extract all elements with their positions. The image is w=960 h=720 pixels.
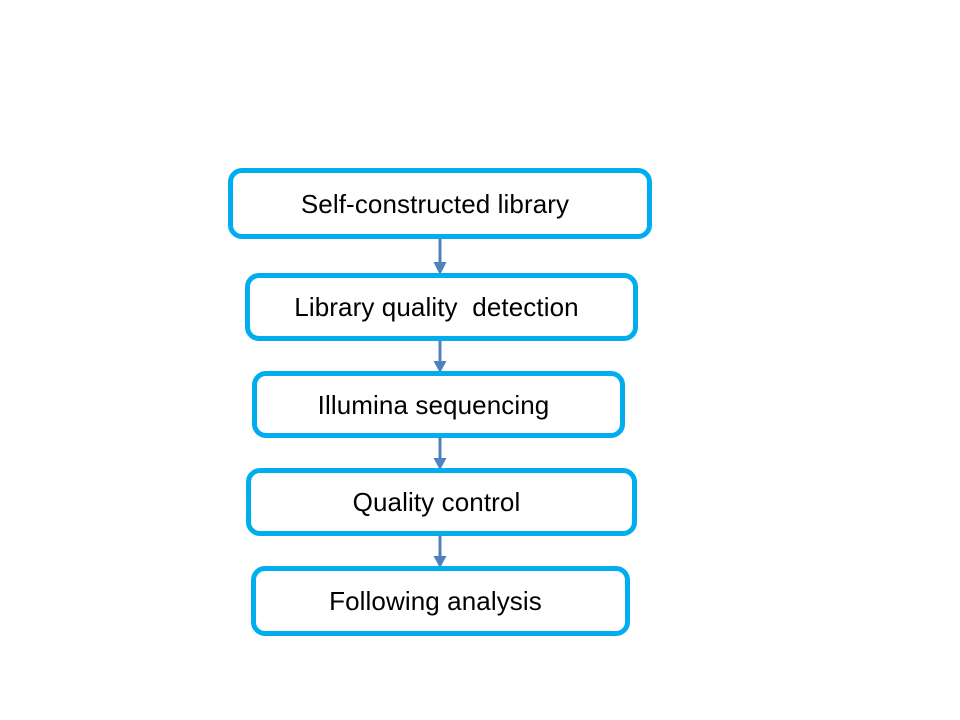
flowchart-connector-arrow-1 <box>427 238 453 275</box>
flowchart-node-following-analysis[interactable]: Following analysis <box>251 566 630 636</box>
flowchart-node-illumina-sequencing[interactable]: Illumina sequencing <box>252 371 625 438</box>
down-arrow-icon <box>433 238 447 275</box>
flowchart-node-label: Illumina sequencing <box>317 389 550 420</box>
down-arrow-icon <box>433 437 447 470</box>
flowchart-node-label: Following analysis <box>329 586 542 616</box>
down-arrow-icon <box>433 535 447 568</box>
flowchart-connector-arrow-2 <box>427 340 453 373</box>
flowchart-connector-arrow-3 <box>427 437 453 470</box>
flowchart-connector-arrow-4 <box>427 535 453 568</box>
flowchart-node-label: Self-constructed library <box>300 188 570 219</box>
flowchart-node-self-constructed-library[interactable]: Self-constructed library <box>228 168 652 239</box>
down-arrow-icon <box>433 340 447 373</box>
flowchart-node-quality-control[interactable]: Quality control <box>246 468 637 536</box>
flowchart-node-label: Library quality detection <box>294 292 579 322</box>
flowchart-node-library-quality-detection[interactable]: Library quality detection <box>245 273 638 341</box>
flowchart-node-label: Quality control <box>352 487 521 517</box>
